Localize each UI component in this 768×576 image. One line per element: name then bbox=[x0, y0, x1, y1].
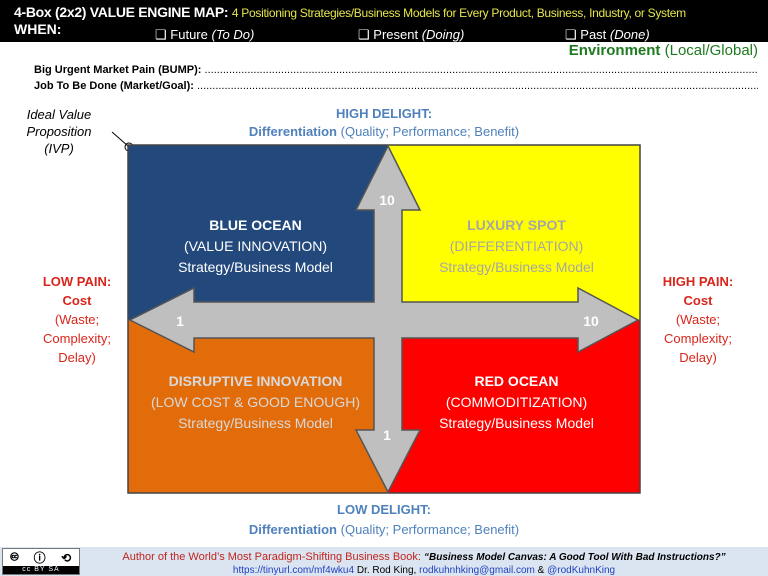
top-axis-label: HIGH DELIGHT:Differentiation (Quality; P… bbox=[248, 106, 520, 139]
contact-line: https://tinyurl.com/mf4wku4 Dr. Rod King… bbox=[232, 565, 616, 576]
quadrant-blue-ocean bbox=[128, 145, 388, 320]
cc-icon: 🅭 bbox=[10, 550, 19, 564]
cc-license-icons: 🅭 ⓘ ⟲ bbox=[3, 549, 79, 566]
email-link[interactable]: rodkuhnhking@gmail.com bbox=[419, 565, 535, 576]
quadrant-red-ocean bbox=[388, 320, 640, 493]
by-icon: ⓘ bbox=[33, 551, 46, 565]
bump-field[interactable]: Big Urgent Market Pain (BUMP): .........… bbox=[34, 64, 758, 76]
url-link[interactable]: https://tinyurl.com/mf4wku4 bbox=[232, 565, 355, 576]
quadrant-label-luxury-spot: LUXURY SPOT(DIFFERENTIATION)Strategy/Bus… bbox=[439, 217, 594, 275]
arrow-right-value: 10 bbox=[583, 313, 599, 329]
option-future[interactable]: ❑ Future (To Do) bbox=[155, 27, 255, 42]
when-label: WHEN: bbox=[14, 21, 62, 37]
sa-icon: ⟲ bbox=[61, 550, 72, 565]
quadrant-luxury-spot bbox=[388, 145, 640, 320]
cc-license-logo: 🅭 ⓘ ⟲ cc BY SA bbox=[2, 548, 80, 575]
right-axis-label: HIGH PAIN:Cost(Waste;Complexity;Delay) bbox=[662, 274, 734, 365]
option-present[interactable]: ❑ Present (Doing) bbox=[358, 27, 465, 42]
ivp-pointer bbox=[111, 131, 129, 147]
footer: 🅭 ⓘ ⟲ cc BY SA Author of the World’s Most … bbox=[0, 547, 768, 576]
title: 4-Box (2x2) VALUE ENGINE MAP: 4 Position… bbox=[14, 4, 686, 20]
bottom-axis-label: LOW DELIGHT:Differentiation (Quality; Pe… bbox=[248, 502, 520, 537]
arrow-left-value: 1 bbox=[176, 313, 184, 329]
author-line: Author of the World’s Most Paradigm-Shif… bbox=[122, 551, 726, 563]
axis-arrows bbox=[128, 144, 640, 494]
arrow-top-value: 10 bbox=[379, 192, 395, 208]
map-border bbox=[127, 144, 641, 494]
quadrant-disruptive bbox=[128, 320, 388, 493]
option-past[interactable]: ❑ Past (Done) bbox=[565, 27, 650, 42]
handle-link[interactable]: @rodKuhnKing bbox=[547, 565, 616, 576]
header-band: 4-Box (2x2) VALUE ENGINE MAP: 4 Position… bbox=[0, 0, 768, 42]
license-text: cc BY SA bbox=[3, 566, 79, 574]
left-axis-label: LOW PAIN:Cost(Waste;Complexity;Delay) bbox=[42, 274, 112, 365]
arrow-bottom-value: 1 bbox=[383, 427, 391, 443]
jtbd-field[interactable]: Job To Be Done (Market/Goal): ..........… bbox=[34, 80, 758, 92]
environment: Environment (Local/Global) bbox=[568, 42, 758, 59]
quadrant-label-blue-ocean: BLUE OCEAN(VALUE INNOVATION)Strategy/Bus… bbox=[178, 217, 333, 275]
quadrant-label-red-ocean: RED OCEAN(COMMODITIZATION)Strategy/Busin… bbox=[439, 373, 594, 431]
quadrant-label-disruptive: DISRUPTIVE INNOVATION(LOW COST & GOOD EN… bbox=[151, 373, 360, 431]
